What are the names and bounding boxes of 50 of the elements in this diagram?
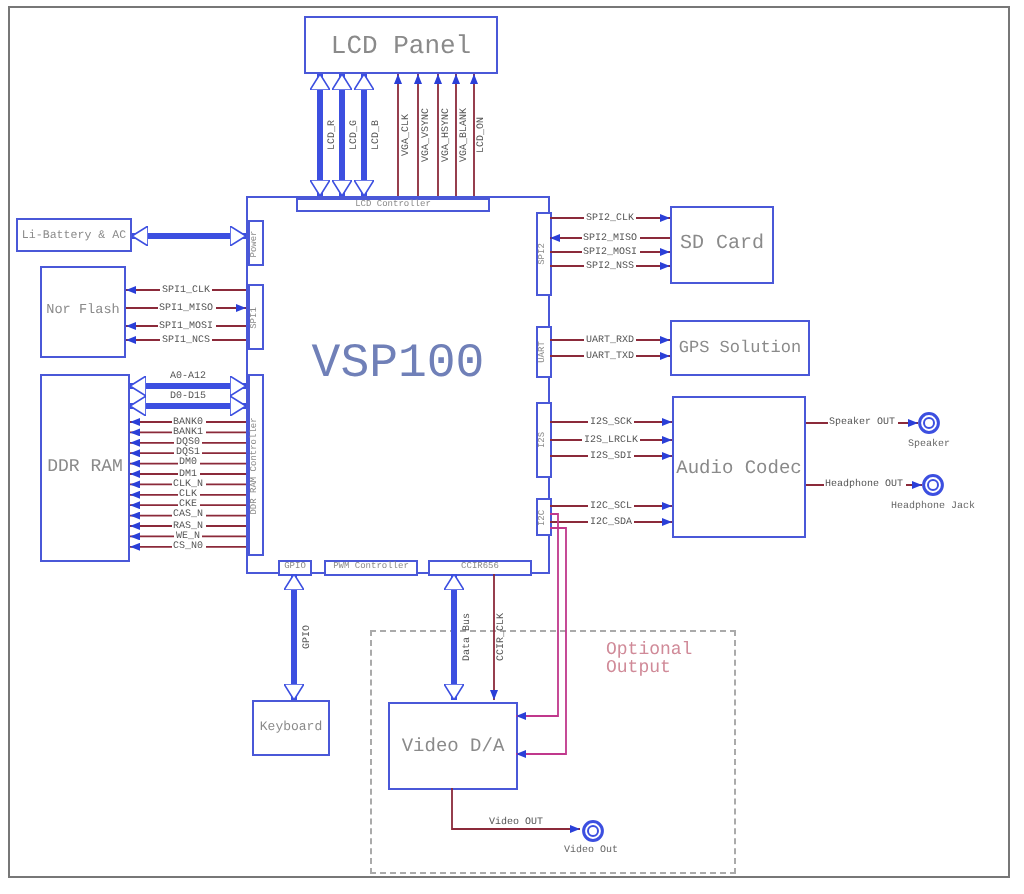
block-label: Audio Codec: [676, 457, 802, 477]
signal-arrow: [129, 470, 247, 478]
signal-arrow: [515, 527, 567, 758]
output-jack-icon: [922, 474, 944, 496]
component-box: [252, 700, 330, 756]
bus-arrow: [353, 73, 375, 197]
block-label: LCD Panel: [330, 32, 472, 58]
bus-arrow: [331, 73, 353, 197]
block-label: DDR RAM: [47, 459, 123, 477]
component-box: [40, 266, 126, 358]
bus-arrow: [129, 395, 247, 417]
signal-arrow: [515, 513, 559, 720]
component-box: [670, 320, 810, 376]
component-box: [16, 218, 132, 252]
output-jack-icon: [918, 412, 940, 434]
interface-block: [278, 560, 312, 576]
component-box: [672, 396, 806, 538]
component-box: [388, 702, 518, 790]
signal-arrow: [470, 73, 478, 197]
signal-arrow: [434, 73, 442, 197]
processor-chip-box: [246, 196, 550, 574]
signal-arrow: [394, 73, 402, 197]
bus-arrow: [131, 225, 247, 247]
block-label: GPS Solution: [678, 339, 802, 357]
interface-block: [536, 498, 552, 536]
interface-block: [428, 560, 532, 576]
component-box: [40, 374, 130, 562]
bus-arrow: [129, 375, 247, 397]
interface-block: [536, 402, 552, 478]
output-jack-icon: [582, 820, 604, 842]
signal-arrow: [451, 787, 581, 833]
bus-arrow: [283, 573, 305, 701]
interface-block: [248, 220, 264, 266]
signal-arrow: [452, 73, 460, 197]
component-box: [304, 16, 498, 74]
bus-arrow: [443, 573, 465, 701]
interface-block: [536, 326, 552, 378]
interface-block: [248, 284, 264, 350]
component-box: [670, 206, 774, 284]
interface-block: [536, 212, 552, 296]
chip-label: VSP100: [311, 342, 485, 390]
block-label: Video D/A: [401, 736, 505, 756]
bus-arrow: [309, 73, 331, 197]
interface-block: [324, 560, 418, 576]
signal-arrow: [490, 573, 498, 701]
block-label: SD Card: [680, 235, 764, 255]
group-label: Optional Output: [606, 642, 695, 678]
signal-arrow: [414, 73, 422, 197]
interface-block: [248, 374, 264, 556]
interface-block: [296, 198, 490, 212]
